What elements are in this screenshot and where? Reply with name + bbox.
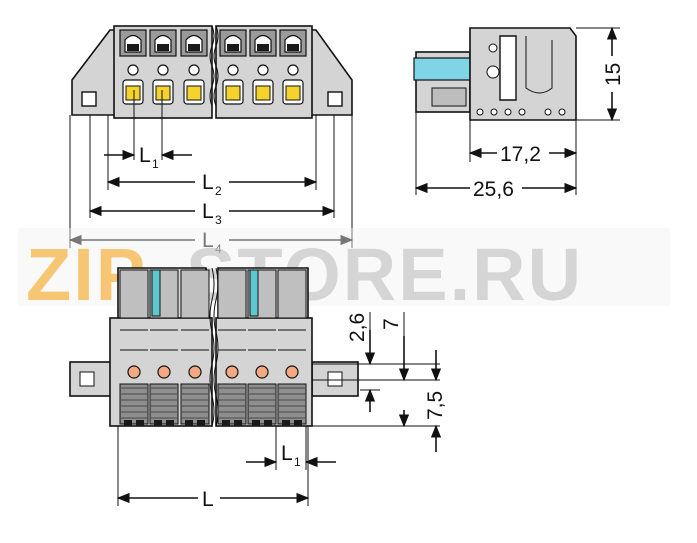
height-label: 15	[602, 63, 625, 86]
l3-subscript: 3	[215, 213, 222, 227]
top-view-pole	[119, 29, 147, 105]
length-label: L	[202, 488, 214, 511]
break-line	[209, 25, 215, 118]
top-view-pole	[249, 29, 277, 105]
front-left-hole	[79, 371, 95, 387]
offset-c-label: 7,5	[424, 391, 447, 420]
front-view-pole	[277, 269, 307, 426]
l3-label: L	[202, 200, 214, 223]
top-view-dimensions: L 1 L 2 L 3 L 4	[68, 90, 354, 256]
break-line	[213, 25, 219, 118]
side-clamp-slot	[499, 35, 517, 101]
front-view-pole	[119, 269, 149, 426]
top-view-pole	[219, 29, 247, 105]
front-break-line	[213, 267, 219, 427]
l2-label: L	[202, 171, 214, 194]
l1-label: L	[139, 144, 151, 167]
width-inner-label: 17,2	[500, 143, 541, 166]
watermark: ZIP STORE.RU	[18, 228, 670, 316]
pitch-subscript: 1	[294, 455, 301, 469]
offset-b-label: 7	[380, 318, 403, 330]
front-view-pole	[180, 269, 210, 426]
front-right-hole	[327, 371, 343, 387]
top-view-connector	[71, 25, 353, 119]
left-mount-hole	[81, 91, 97, 107]
side-view-connector	[413, 27, 577, 121]
top-view-pole	[180, 29, 208, 105]
front-view-pole	[217, 269, 247, 426]
right-mount-hole	[327, 91, 343, 107]
side-plug-slot	[431, 87, 467, 107]
front-break-line	[209, 267, 215, 427]
l4-subscript: 4	[215, 242, 222, 256]
front-view-pole	[149, 269, 179, 426]
l2-subscript: 2	[215, 184, 222, 198]
l1-subscript: 1	[152, 157, 159, 171]
front-view-pole	[247, 269, 277, 426]
front-view-dimensions: 2,6 7 7,5 L 1 L	[116, 312, 447, 511]
side-housing	[469, 27, 577, 121]
release-tab	[413, 57, 471, 81]
l4-label: L	[202, 229, 214, 252]
top-view-pole	[279, 29, 307, 105]
width-total-label: 25,6	[473, 178, 514, 201]
side-view-dimensions: 15 17,2 25,6	[414, 26, 625, 201]
pitch-label: L	[281, 442, 293, 465]
offset-a-label: 2,6	[346, 313, 369, 342]
front-view-connector	[69, 267, 359, 427]
side-spring	[525, 36, 553, 94]
top-view-pole	[149, 29, 177, 105]
